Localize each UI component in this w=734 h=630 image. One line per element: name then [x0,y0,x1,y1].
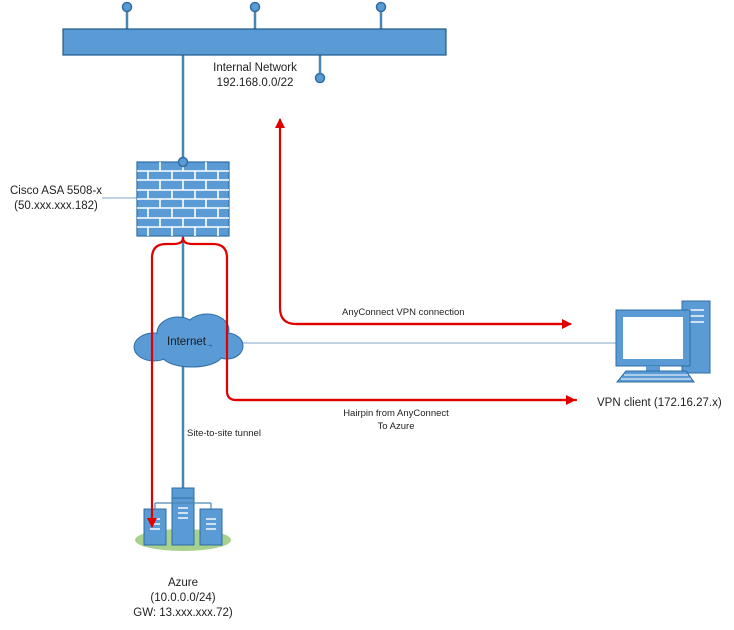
firewall-ip: (50.xxx.xxx.182) [14,200,98,212]
firewall-port-node [177,156,189,168]
traffic-paths [147,118,578,528]
bus-node [249,1,261,13]
firewall-name: Cisco ASA 5508-x [9,185,103,197]
azure-name: Azure [167,577,199,589]
hairpin-label: Hairpin from AnyConnect To Azure [330,407,462,433]
firewall-icon [136,156,230,237]
bus-node [121,1,133,13]
hairpin-label-line1: Hairpin from AnyConnect [343,408,449,419]
azure-subnet: (10.0.0.0/24) [150,592,216,604]
internal-network-name: Internal Network [213,62,297,74]
azure-label: Azure (10.0.0.0/24) GW: 13.xxx.xxx.72) [118,576,248,621]
internal-network-subnet: 192.168.0.0/22 [216,77,294,89]
vpn-client-label: VPN client (172.16.27.x) [597,397,722,409]
internal-network-bus [62,1,447,84]
bus-node [314,72,326,84]
hairpin-label-line2: To Azure [377,421,415,432]
anyconnect-vpn-path-to-internal [275,118,570,326]
computer-keyboard [615,370,695,383]
azure-gateway: GW: 13.xxx.xxx.72) [133,607,233,619]
firewall-label: Cisco ASA 5508-x (50.xxx.xxx.182) [2,184,110,214]
bus-node [375,1,387,13]
internal-network-label: Internal Network 192.168.0.0/22 [196,61,314,91]
tunnel-label: Site-to-site tunnel [187,428,261,439]
vpn-connection-label: AnyConnect VPN connection [342,307,465,318]
azure-server-icon [135,487,231,551]
vpn-client-computer-icon [615,300,711,383]
hairpin-path-to-azure [147,236,578,528]
internet-label: Internet [167,336,206,348]
